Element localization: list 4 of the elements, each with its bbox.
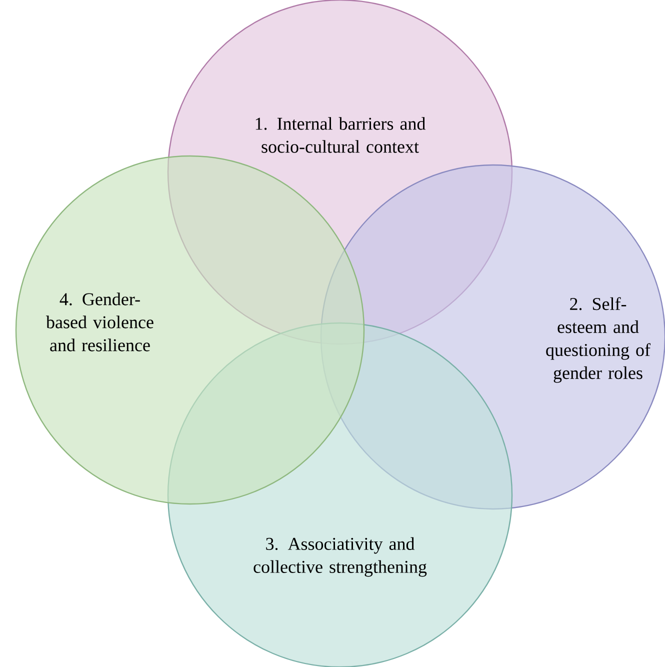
circle-label: 4. Gender-based violence and resilience xyxy=(46,292,154,352)
circle-label: 2. Self-esteem and questioning of gender roles xyxy=(546,297,650,383)
circle-label: 3. Associativity and collective strengthening xyxy=(254,537,427,577)
circle-label: 1. Internal barriers and socio-cultural context xyxy=(256,117,426,153)
